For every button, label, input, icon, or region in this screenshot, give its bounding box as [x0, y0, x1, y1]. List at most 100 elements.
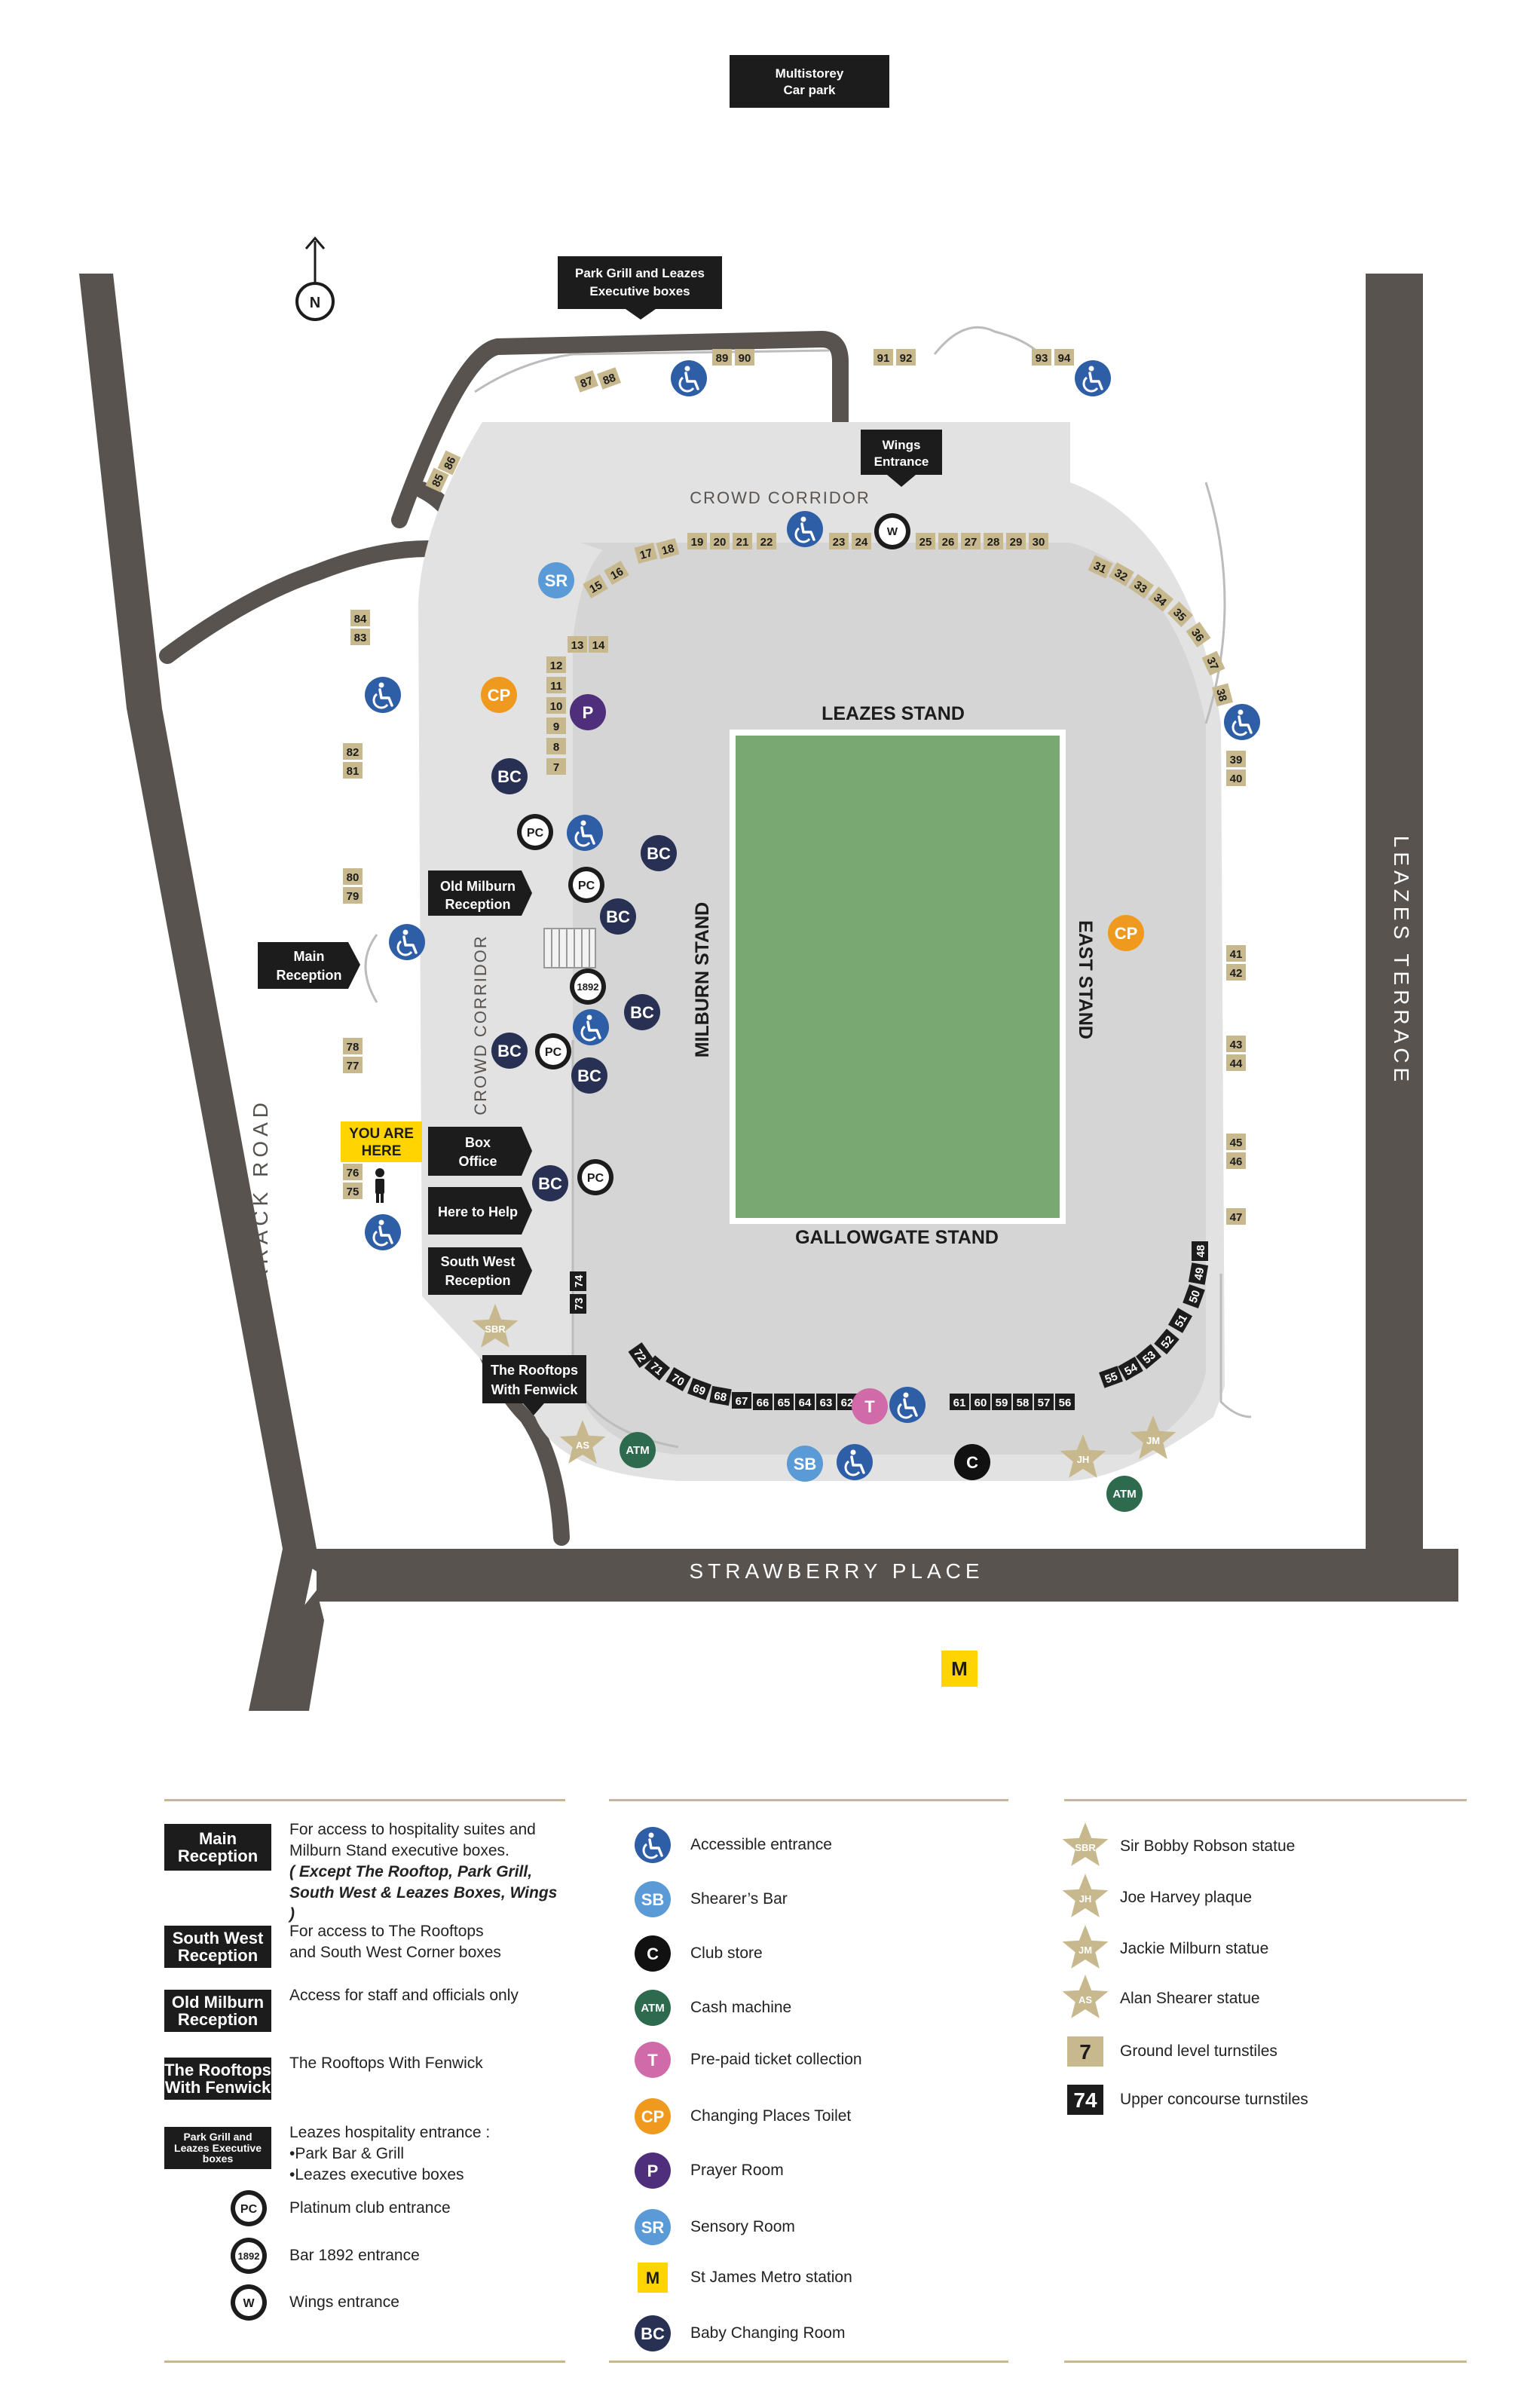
turnstile-81: 81	[343, 762, 363, 779]
svg-text:Here to Help: Here to Help	[438, 1204, 518, 1219]
svg-text:22: 22	[760, 536, 773, 549]
baby-changing-bc-icon: BC	[571, 1057, 607, 1094]
svg-text:Box: Box	[465, 1135, 491, 1150]
here-to-help-callout: Here to Help	[428, 1187, 532, 1235]
svg-text:66: 66	[757, 1397, 770, 1409]
turnstile-90: 90	[735, 349, 754, 366]
east-stand-label: EAST STAND	[1075, 920, 1096, 1039]
turnstile-92: 92	[896, 349, 916, 366]
accessible-entrance-icon	[835, 1443, 874, 1482]
svg-text:50: 50	[1187, 1289, 1204, 1305]
turnstile-12: 12	[546, 656, 566, 673]
turnstile-39: 39	[1226, 751, 1246, 767]
turnstile-45: 45	[1226, 1134, 1246, 1150]
svg-text:73: 73	[573, 1298, 586, 1311]
svg-text:Main: Main	[293, 949, 324, 964]
svg-text:Reception: Reception	[445, 1273, 510, 1288]
svg-text:62: 62	[841, 1397, 854, 1409]
turnstile-43: 43	[1226, 1036, 1246, 1052]
turnstile-11: 11	[546, 677, 566, 693]
sensory-room-sr-icon: SR	[538, 562, 574, 598]
svg-text:8: 8	[553, 741, 559, 754]
svg-text:72: 72	[631, 1347, 648, 1364]
svg-text:1892: 1892	[577, 981, 599, 993]
svg-text:14: 14	[592, 639, 605, 652]
club-store-c-icon: C	[954, 1444, 990, 1480]
turnstile-17: 17	[634, 543, 658, 564]
svg-text:81: 81	[347, 765, 360, 778]
svg-text:92: 92	[900, 352, 913, 365]
south-west-callout: South West Reception	[428, 1247, 532, 1295]
svg-text:59: 59	[996, 1397, 1008, 1409]
svg-text:17: 17	[638, 546, 654, 562]
svg-text:CP: CP	[1115, 924, 1138, 943]
turnstile-9: 9	[546, 718, 566, 734]
box-office-callout: Box Office	[428, 1127, 532, 1176]
turnstile-47: 47	[1226, 1208, 1246, 1225]
svg-text:89: 89	[716, 352, 729, 365]
svg-text:BC: BC	[497, 767, 522, 786]
turnstile-31: 31	[1088, 555, 1113, 579]
turnstile-13: 13	[568, 636, 587, 653]
svg-text:20: 20	[714, 536, 727, 549]
svg-text:Reception: Reception	[276, 968, 341, 983]
svg-text:37: 37	[1204, 655, 1220, 672]
road-labels: BARRACK ROAD STRAWBERRY PLACE LEAZES TER…	[249, 836, 1413, 1583]
svg-text:40: 40	[1230, 773, 1243, 785]
turnstile-78: 78	[343, 1038, 363, 1054]
svg-text:82: 82	[347, 746, 360, 759]
turnstile-21: 21	[733, 533, 752, 549]
svg-text:90: 90	[739, 352, 751, 365]
svg-text:44: 44	[1230, 1057, 1243, 1070]
turnstile-36: 36	[1186, 622, 1211, 647]
turnstile-72: 72	[628, 1342, 653, 1368]
svg-text:21: 21	[736, 536, 749, 549]
svg-text:75: 75	[347, 1186, 360, 1198]
car-park-line-1: Multistorey	[776, 66, 844, 81]
svg-text:BC: BC	[630, 1003, 654, 1022]
svg-text:27: 27	[965, 536, 978, 549]
old-milburn-callout: Old Milburn Reception	[428, 870, 532, 916]
svg-text:AS: AS	[576, 1440, 589, 1451]
turnstile-82: 82	[343, 743, 363, 760]
svg-text:38: 38	[1213, 687, 1229, 703]
turnstile-68: 68	[709, 1385, 732, 1406]
turnstile-14: 14	[589, 636, 608, 653]
svg-text:51: 51	[1173, 1312, 1190, 1329]
turnstile-71: 71	[644, 1355, 671, 1381]
turnstile-67: 67	[732, 1392, 751, 1409]
svg-text:48: 48	[1195, 1245, 1207, 1258]
accessible-entrance-icon	[363, 1213, 402, 1252]
strawberry-place-road	[283, 1549, 1458, 1602]
svg-text:58: 58	[1017, 1397, 1030, 1409]
stairs	[543, 928, 596, 968]
svg-text:7: 7	[553, 761, 559, 774]
turnstile-63: 63	[816, 1394, 836, 1410]
turnstile-76: 76	[343, 1164, 363, 1180]
baby-changing-bc-icon: BC	[491, 758, 528, 794]
svg-text:The Rooftops: The Rooftops	[491, 1363, 578, 1378]
svg-text:24: 24	[855, 536, 868, 549]
svg-text:16: 16	[608, 565, 626, 583]
turnstile-55: 55	[1099, 1366, 1123, 1388]
svg-text:PC: PC	[527, 827, 544, 840]
svg-text:12: 12	[550, 659, 563, 672]
svg-text:SBR: SBR	[485, 1323, 506, 1335]
svg-text:SB: SB	[794, 1455, 817, 1473]
turnstile-64: 64	[795, 1394, 815, 1410]
svg-text:BC: BC	[606, 907, 630, 926]
platinum-club-pc-icon: PC	[517, 814, 553, 850]
barrack-road-label: BARRACK ROAD	[249, 1098, 272, 1321]
svg-text:BC: BC	[577, 1066, 601, 1085]
turnstile-56: 56	[1055, 1394, 1075, 1410]
turnstile-19: 19	[687, 533, 707, 549]
platinum-club-pc-icon: PC	[535, 1033, 571, 1069]
svg-text:39: 39	[1230, 754, 1243, 766]
baby-changing-bc-icon: BC	[624, 994, 660, 1030]
accessible-entrance-icon	[387, 923, 427, 962]
turnstile-87: 87	[574, 370, 598, 393]
wings-entrance-callout: Wings Entrance	[861, 430, 942, 487]
svg-text:Office: Office	[458, 1154, 497, 1169]
turnstile-23: 23	[829, 533, 849, 549]
